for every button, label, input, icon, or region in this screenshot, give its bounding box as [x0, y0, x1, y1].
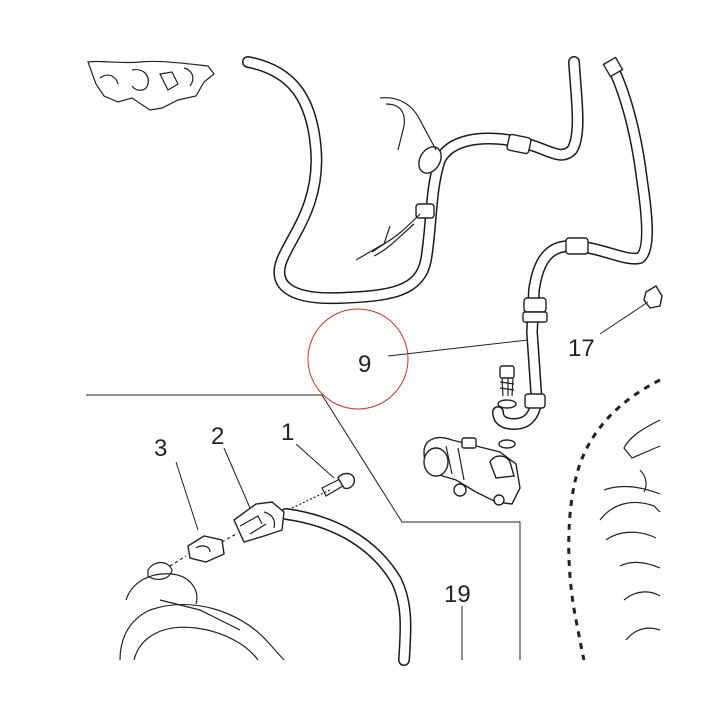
banjo-bolt-washers — [497, 365, 517, 449]
callout-1: 1 — [281, 419, 294, 446]
master-cylinder — [423, 436, 521, 506]
callout-3: 3 — [154, 435, 167, 462]
highlight-circle — [307, 308, 409, 410]
engine-component-top-left — [87, 60, 215, 111]
callout-2: 2 — [211, 423, 224, 450]
callout-9: 9 — [358, 351, 371, 378]
dashed-outline — [567, 378, 661, 661]
callout-17: 17 — [568, 335, 595, 362]
callout-19: 19 — [444, 581, 471, 608]
engine-component-right — [599, 419, 661, 641]
clutch-hose-right — [492, 56, 653, 430]
hose-clips — [355, 97, 532, 261]
leader-lines — [175, 301, 649, 660]
slave-cylinder-detail — [119, 472, 412, 666]
bolt-17 — [643, 285, 663, 309]
main-hose-loop — [242, 56, 584, 305]
detail-frame — [86, 394, 521, 660]
